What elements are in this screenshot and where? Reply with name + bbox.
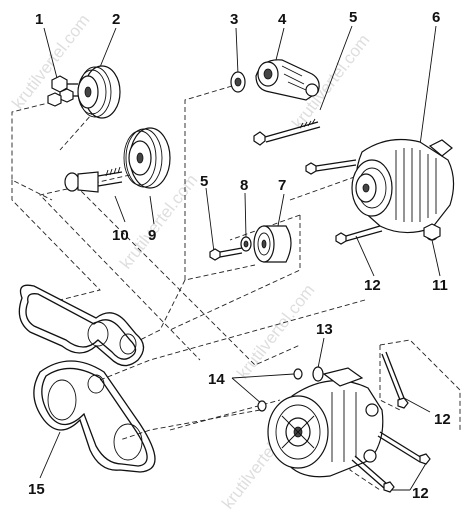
part-4-belt-tensioner xyxy=(255,59,320,101)
part-8-spacer-washer xyxy=(240,236,252,252)
callout-label: 9 xyxy=(148,227,156,244)
part-12-alternator-bolts xyxy=(305,159,383,245)
callout-label: 15 xyxy=(28,481,45,498)
part-5-long-bolt xyxy=(253,118,321,146)
callout-label: 12 xyxy=(364,277,381,294)
callout-label: 13 xyxy=(316,321,333,338)
part-11-bracket-nut xyxy=(423,223,441,241)
callout-label: 14 xyxy=(208,371,225,388)
callout-label: 11 xyxy=(432,277,448,294)
watermark: krutilvertel.com xyxy=(233,281,318,383)
callout-label: 5 xyxy=(349,9,357,26)
part-13-bushing xyxy=(312,366,324,382)
leader-lines xyxy=(39,25,441,491)
watermark: krutilvertel.com xyxy=(116,171,201,273)
part-14-dowels xyxy=(257,368,303,412)
callout-label: 5 xyxy=(200,173,208,190)
callout-label: 12 xyxy=(412,485,429,502)
callout-label: 3 xyxy=(230,11,238,28)
part-3-washer xyxy=(230,71,246,93)
callout-label: 4 xyxy=(278,11,287,28)
part-6-alternator xyxy=(351,139,455,241)
part-10-pulley-bolt xyxy=(64,166,123,193)
part-2-crankshaft-pulley xyxy=(77,65,121,119)
part-9-guide-pulley xyxy=(123,127,171,189)
part-12-compressor-bolts xyxy=(351,351,431,493)
callout-label: 1 xyxy=(35,11,43,28)
callout-label: 7 xyxy=(278,177,286,194)
part-1-bolts xyxy=(47,75,82,107)
assembly-guide-lines xyxy=(11,85,461,491)
ac-compressor xyxy=(267,367,384,478)
callout-label: 6 xyxy=(432,9,440,26)
callout-label: 8 xyxy=(240,177,248,194)
part-5-idler-bolt xyxy=(209,247,243,261)
callout-label: 10 xyxy=(112,227,129,244)
part-15-poly-v-belts xyxy=(18,284,156,473)
callout-label: 2 xyxy=(112,11,120,28)
part-7-idler-pulley xyxy=(253,225,292,263)
callout-labels: 1 2 3 4 5 6 5 8 7 10 9 12 11 13 14 12 15… xyxy=(28,9,451,502)
callout-label: 12 xyxy=(434,411,451,428)
